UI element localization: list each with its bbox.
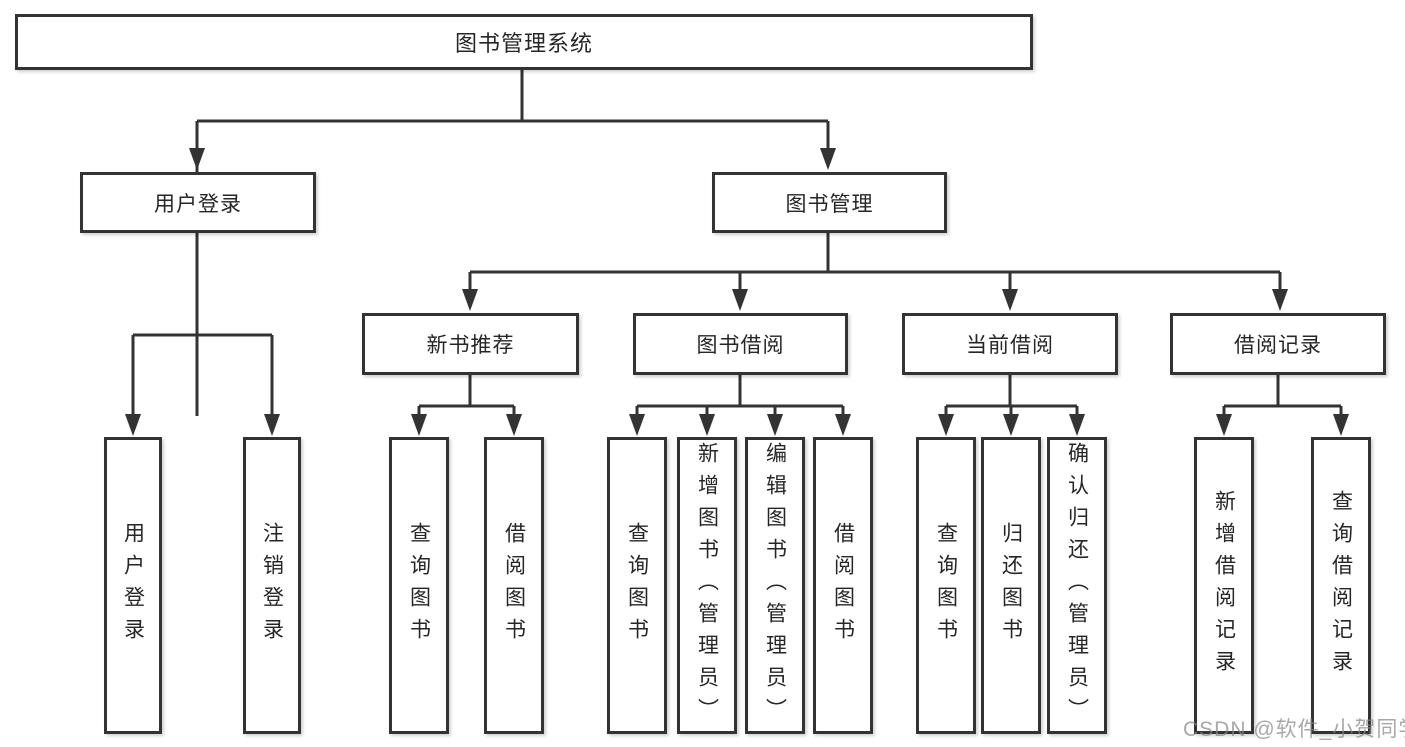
leaf-label: 查询图书 bbox=[934, 521, 958, 650]
leaf-label: 借阅图书 bbox=[831, 521, 855, 650]
node-borrowing-records: 借阅记录 bbox=[1170, 313, 1386, 375]
leaf-label: 查询借阅记录 bbox=[1329, 489, 1353, 682]
leaf-confirm-return-admin: 确认归还（管理员） bbox=[1047, 437, 1107, 734]
leaf-user-login: 用户登录 bbox=[104, 437, 162, 734]
leaf-label: 用户登录 bbox=[121, 521, 145, 650]
leaf-label: 借阅图书 bbox=[502, 521, 526, 650]
leaf-borrow-books-recommend: 借阅图书 bbox=[484, 437, 544, 734]
leaf-borrow-books: 借阅图书 bbox=[813, 437, 873, 734]
node-current-borrowing: 当前借阅 bbox=[902, 313, 1118, 375]
leaf-label: 编辑图书（管理员） bbox=[763, 441, 787, 730]
leaf-query-books-borrow: 查询图书 bbox=[607, 437, 667, 734]
leaf-label: 新增图书（管理员） bbox=[695, 441, 719, 730]
leaf-logout: 注销登录 bbox=[243, 437, 301, 734]
leaf-return-books: 归还图书 bbox=[981, 437, 1041, 734]
leaf-query-books-current: 查询图书 bbox=[916, 437, 976, 734]
leaf-label: 查询图书 bbox=[625, 521, 649, 650]
leaf-label: 新增借阅记录 bbox=[1212, 489, 1236, 682]
leaf-edit-books-admin: 编辑图书（管理员） bbox=[745, 437, 805, 734]
node-book-borrowing: 图书借阅 bbox=[633, 313, 848, 375]
leaf-label: 归还图书 bbox=[999, 521, 1023, 650]
leaf-query-books-recommend: 查询图书 bbox=[389, 437, 449, 734]
arrowheads bbox=[125, 148, 1349, 436]
leaf-add-borrow-record: 新增借阅记录 bbox=[1194, 437, 1254, 734]
leaf-label: 注销登录 bbox=[260, 521, 284, 650]
leaf-label: 查询图书 bbox=[407, 521, 431, 650]
leaf-add-books-admin: 新增图书（管理员） bbox=[677, 437, 737, 734]
leaf-label: 确认归还（管理员） bbox=[1065, 441, 1089, 730]
node-user-login: 用户登录 bbox=[80, 172, 316, 233]
leaf-query-borrow-record: 查询借阅记录 bbox=[1311, 437, 1371, 734]
node-book-management: 图书管理 bbox=[712, 172, 947, 233]
csdn-watermark: CSDN @软件_小贺同学 bbox=[1183, 718, 1405, 741]
node-system-root: 图书管理系统 bbox=[15, 14, 1033, 70]
node-new-book-recommendation: 新书推荐 bbox=[362, 313, 579, 375]
